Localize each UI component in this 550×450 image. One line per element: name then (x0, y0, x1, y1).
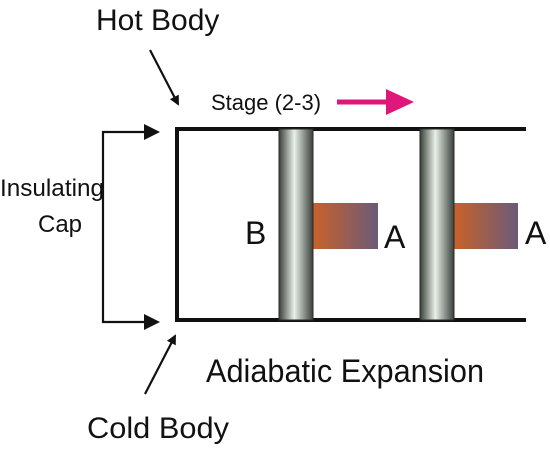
piston-a-final-label: A (525, 215, 547, 251)
piston-final-head (420, 129, 454, 320)
piston-initial (278, 128, 378, 321)
insulating-cap-bracket (101, 124, 160, 330)
hot-body-arrow (149, 49, 179, 106)
insulating-cap-label-line1: Insulating (0, 175, 104, 202)
stage-direction-arrow (337, 89, 414, 115)
hot-body-label: Hot Body (96, 4, 219, 37)
cylinder (175, 127, 526, 322)
stage-label: Stage (2-3) (211, 90, 321, 115)
piston-initial-rod (313, 203, 378, 249)
piston-a-initial-label: A (384, 219, 406, 255)
insulating-cap-label-line2: Cap (38, 211, 82, 238)
cold-body-label: Cold Body (87, 412, 229, 445)
piston-final-rod (454, 203, 518, 249)
cold-body-arrow (144, 334, 176, 395)
process-label: Adiabatic Expansion (206, 353, 484, 389)
piston-initial-head (279, 129, 313, 320)
piston-final (419, 128, 518, 321)
piston-b-label: B (245, 215, 266, 251)
